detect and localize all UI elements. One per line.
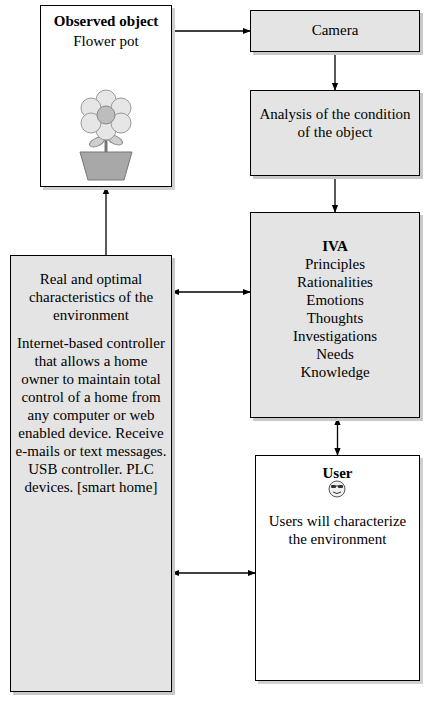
flow-arrow bbox=[337, 418, 338, 455]
node-label: Camera bbox=[255, 21, 415, 39]
node-label: Analysis of the condition of the object bbox=[255, 105, 415, 141]
user-box: UserUsers will characterize the environm… bbox=[255, 455, 420, 681]
node-heading: IVA bbox=[255, 237, 415, 255]
object-box: Observed objectFlower pot bbox=[40, 5, 172, 187]
flow-arrow bbox=[334, 52, 335, 90]
node-body: Internet-based controller that allows a … bbox=[15, 334, 167, 496]
flow-arrow bbox=[172, 572, 255, 573]
node-heading: Real and optimal characteristics of the … bbox=[15, 270, 167, 324]
environment-box: Real and optimal characteristics of the … bbox=[10, 255, 172, 692]
flow-arrow bbox=[172, 30, 250, 31]
process-box: Camera bbox=[250, 10, 420, 52]
flow-arrow bbox=[334, 176, 335, 212]
node-body: Users will characterize the environment bbox=[260, 512, 415, 548]
node-body: Principles Rationalities Emotions Though… bbox=[255, 255, 415, 381]
node-heading: User bbox=[260, 464, 415, 482]
agent-box: IVAPrinciples Rationalities Emotions Tho… bbox=[250, 212, 420, 418]
flow-arrow bbox=[105, 187, 106, 255]
node-heading: Observed object bbox=[45, 12, 167, 30]
process-box: Analysis of the condition of the object bbox=[250, 90, 420, 176]
flower-pot-illustration bbox=[80, 90, 132, 180]
user-icon bbox=[329, 481, 345, 497]
node-body: Flower pot bbox=[45, 32, 167, 50]
flow-arrow bbox=[172, 291, 250, 292]
